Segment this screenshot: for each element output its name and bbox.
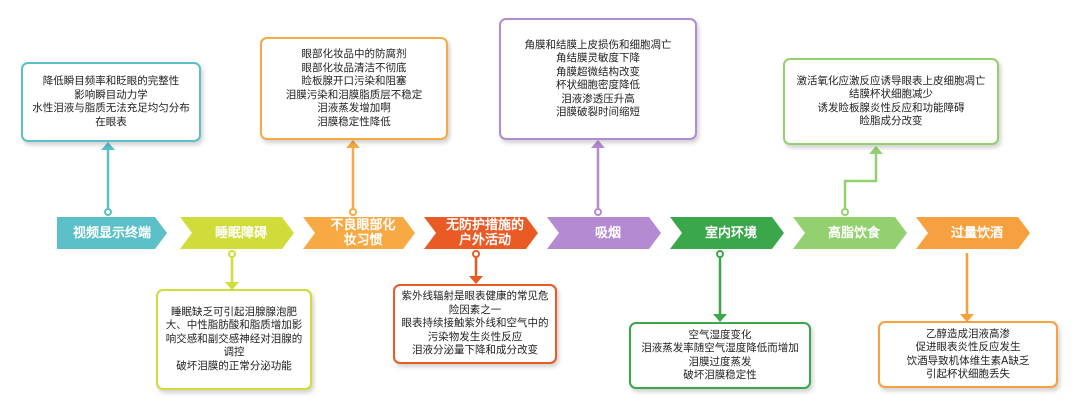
note-smoking-line-1: 角膜和结膜上皮损伤和细胞凋亡 [524,38,672,51]
stage-smoking: 吸烟 [547,217,661,249]
stage-alcohol: 过量饮酒 [916,217,1030,249]
connector-screen [101,142,115,216]
stage-outdoor-label: 无防护措施的户外活动 [445,218,524,248]
note-smoking-line-6: 泪膜破裂时间缩短 [556,106,640,118]
note-smoking-line-3: 角膜超微结构改变 [556,65,640,78]
note-alcohol-line-3: 饮酒导致机体维生素A缺乏 [906,354,1030,367]
note-alcohol: 乙醇造成泪液高渗 促进眼表炎性反应发生 饮酒导致机体维生素A缺乏 引起杯状细胞丢… [878,321,1058,388]
note-sleep-line-1: 睡眠缺乏可引起泪腺腺泡肥大、中性脂肪酸和脂质增加影响交感和副交感神经对泪腺的调控 [165,305,303,359]
stage-makeup: 不良眼部化妆习惯 [303,217,415,249]
note-sleep: 睡眠缺乏可引起泪腺腺泡肥大、中性脂肪酸和脂质增加影响交感和副交感神经对泪腺的调控… [156,289,312,390]
note-indoor-line-2: 泪液蒸发率随空气湿度降低而增加 [641,342,799,354]
connector-fatdiet [841,146,883,216]
note-fatdiet-line-1: 激活氧化应激反应诱导眼表上皮细胞凋亡 [796,74,986,87]
note-indoor-line-1: 空气湿度变化 [688,328,752,341]
note-indoor: 空气湿度变化 泪液蒸发率随空气湿度降低而增加 泪膜过度蒸发 破坏泪膜稳定性 [629,322,811,389]
stage-indoor-label: 室内环境 [704,225,757,241]
note-screen-line-3: 水性泪液与脂质无法充足均匀分布在眼表 [32,102,190,128]
stage-screen-label: 视频显示终端 [72,225,151,241]
stage-sleep-label: 睡眠障碍 [214,225,267,241]
note-makeup-line-6: 泪膜稳定性降低 [317,115,391,128]
note-makeup-line-3: 睑板腺开口污染和阻塞 [301,75,407,87]
note-fatdiet: 激活氧化应激反应诱导眼表上皮细胞凋亡 结膜杯状细胞减少 诱发睑板腺炎性反应和功能… [783,58,999,145]
note-indoor-line-4: 破坏泪膜稳定性 [683,369,757,381]
note-screen: 降低瞬目频率和眨眼的完整性 影响瞬目动力学 水性泪液与脂质无法充足均匀分布在眼表 [21,62,201,142]
note-smoking-line-2: 角结膜灵敏度下降 [556,52,640,64]
note-alcohol-line-4: 引起杯状细胞丢失 [926,368,1010,380]
note-outdoor-line-1: 紫外线辐射是眼表健康的常见危险因素之一 [401,290,549,316]
stage-outdoor: 无防护措施的户外活动 [424,217,538,249]
stage-fatdiet-label: 高脂饮食 [827,225,880,241]
note-makeup-line-1: 眼部化妆品中的防腐剂 [301,48,407,60]
connector-smoking [591,140,605,216]
stage-fatdiet: 高脂饮食 [793,217,907,249]
stage-screen: 视频显示终端 [57,217,167,249]
stage-alcohol-label: 过量饮酒 [950,225,1003,241]
note-outdoor: 紫外线辐射是眼表健康的常见危险因素之一 眼表持续接触紫外线和空气中的污染物发生炎… [393,284,557,364]
stage-indoor: 室内环境 [670,217,784,249]
connector-alcohol [960,253,974,322]
note-fatdiet-line-3: 诱发睑板腺炎性反应和功能障碍 [817,101,965,114]
connector-indoor [713,250,727,322]
note-outdoor-line-2: 眼表持续接触紫外线和空气中的污染物发生炎性反应 [401,317,549,343]
note-screen-line-1: 降低瞬目频率和眨眼的完整性 [42,75,180,87]
note-sleep-line-2: 破坏泪膜的正常分泌功能 [176,359,292,372]
note-smoking-line-5: 泪液渗透压升高 [561,92,635,105]
note-alcohol-line-2: 促进眼表炎性反应发生 [915,341,1021,353]
note-makeup-line-4: 泪膜污染和泪膜脂质层不稳定 [285,88,423,101]
note-smoking: 角膜和结膜上皮损伤和细胞凋亡 角结膜灵敏度下降 角膜超微结构改变 杯状细胞密度降… [499,18,697,140]
connector-makeup [346,140,360,216]
note-fatdiet-line-2: 结膜杯状细胞减少 [849,88,933,100]
note-outdoor-line-3: 泪液分泌量下降和成分改变 [412,344,538,357]
note-makeup-line-2: 眼部化妆品清洁不彻底 [301,61,407,74]
connector-outdoor [469,250,483,284]
note-makeup-line-5: 泪液蒸发增加啊 [317,102,391,114]
note-alcohol-line-1: 乙醇造成泪液高渗 [926,327,1010,340]
note-makeup: 眼部化妆品中的防腐剂 眼部化妆品清洁不彻底 睑板腺开口污染和阻塞 泪膜污染和泪膜… [260,37,448,140]
stage-sleep: 睡眠障碍 [180,217,294,249]
note-indoor-line-3: 泪膜过度蒸发 [688,355,752,368]
note-smoking-line-4: 杯状细胞密度降低 [556,79,640,91]
stage-smoking-label: 吸烟 [594,225,621,241]
stage-makeup-label: 不良眼部化妆习惯 [330,218,396,248]
connector-sleep [225,250,239,290]
note-fatdiet-line-4: 睑脂成分改变 [859,115,923,127]
note-screen-line-2: 影响瞬目动力学 [74,88,148,101]
